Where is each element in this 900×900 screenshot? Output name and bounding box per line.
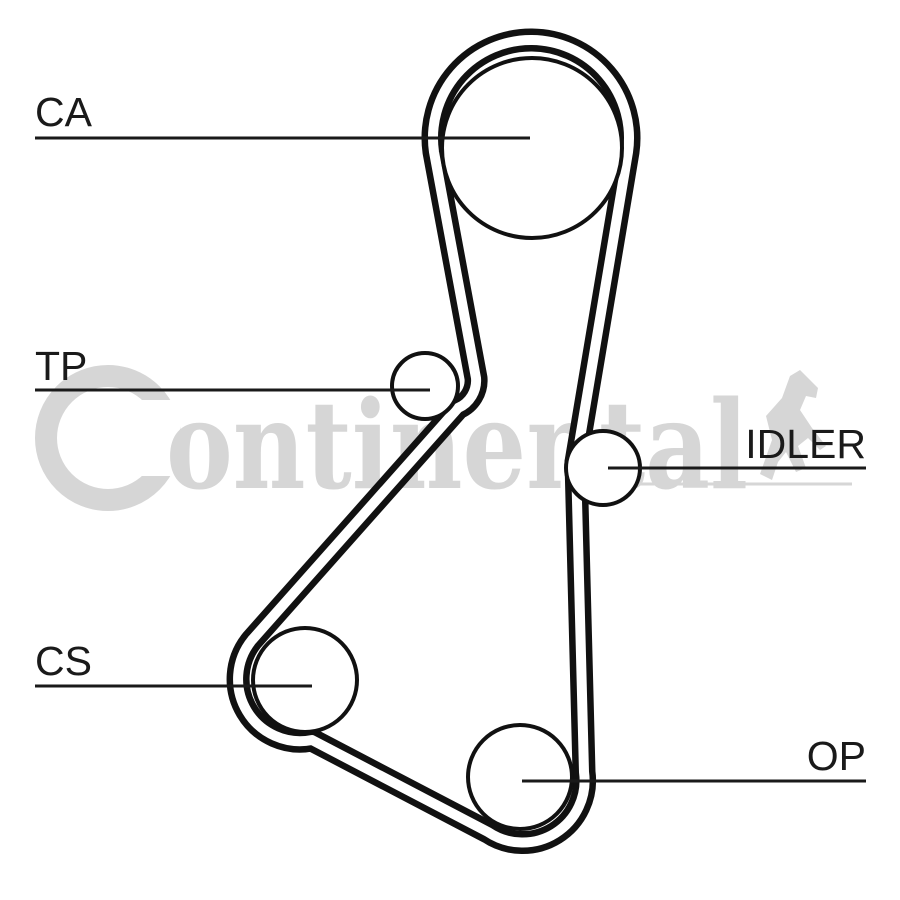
watermark-c-logo [35, 365, 181, 511]
tensioner-pulley [390, 351, 460, 421]
camshaft-pulley [440, 56, 624, 240]
crankshaft-label: CS [35, 638, 92, 684]
belt-inner-gap [233, 34, 634, 848]
oil-pump-label: OP [807, 733, 866, 779]
tensioner-label: TP [35, 343, 87, 389]
oil-pump-pulley [466, 723, 574, 831]
idler-label: IDLER [745, 421, 866, 467]
crankshaft-pulley [251, 626, 359, 734]
rearing-horse-icon [760, 370, 826, 480]
timing-belt [226, 28, 641, 855]
camshaft-label: CA [35, 89, 93, 135]
